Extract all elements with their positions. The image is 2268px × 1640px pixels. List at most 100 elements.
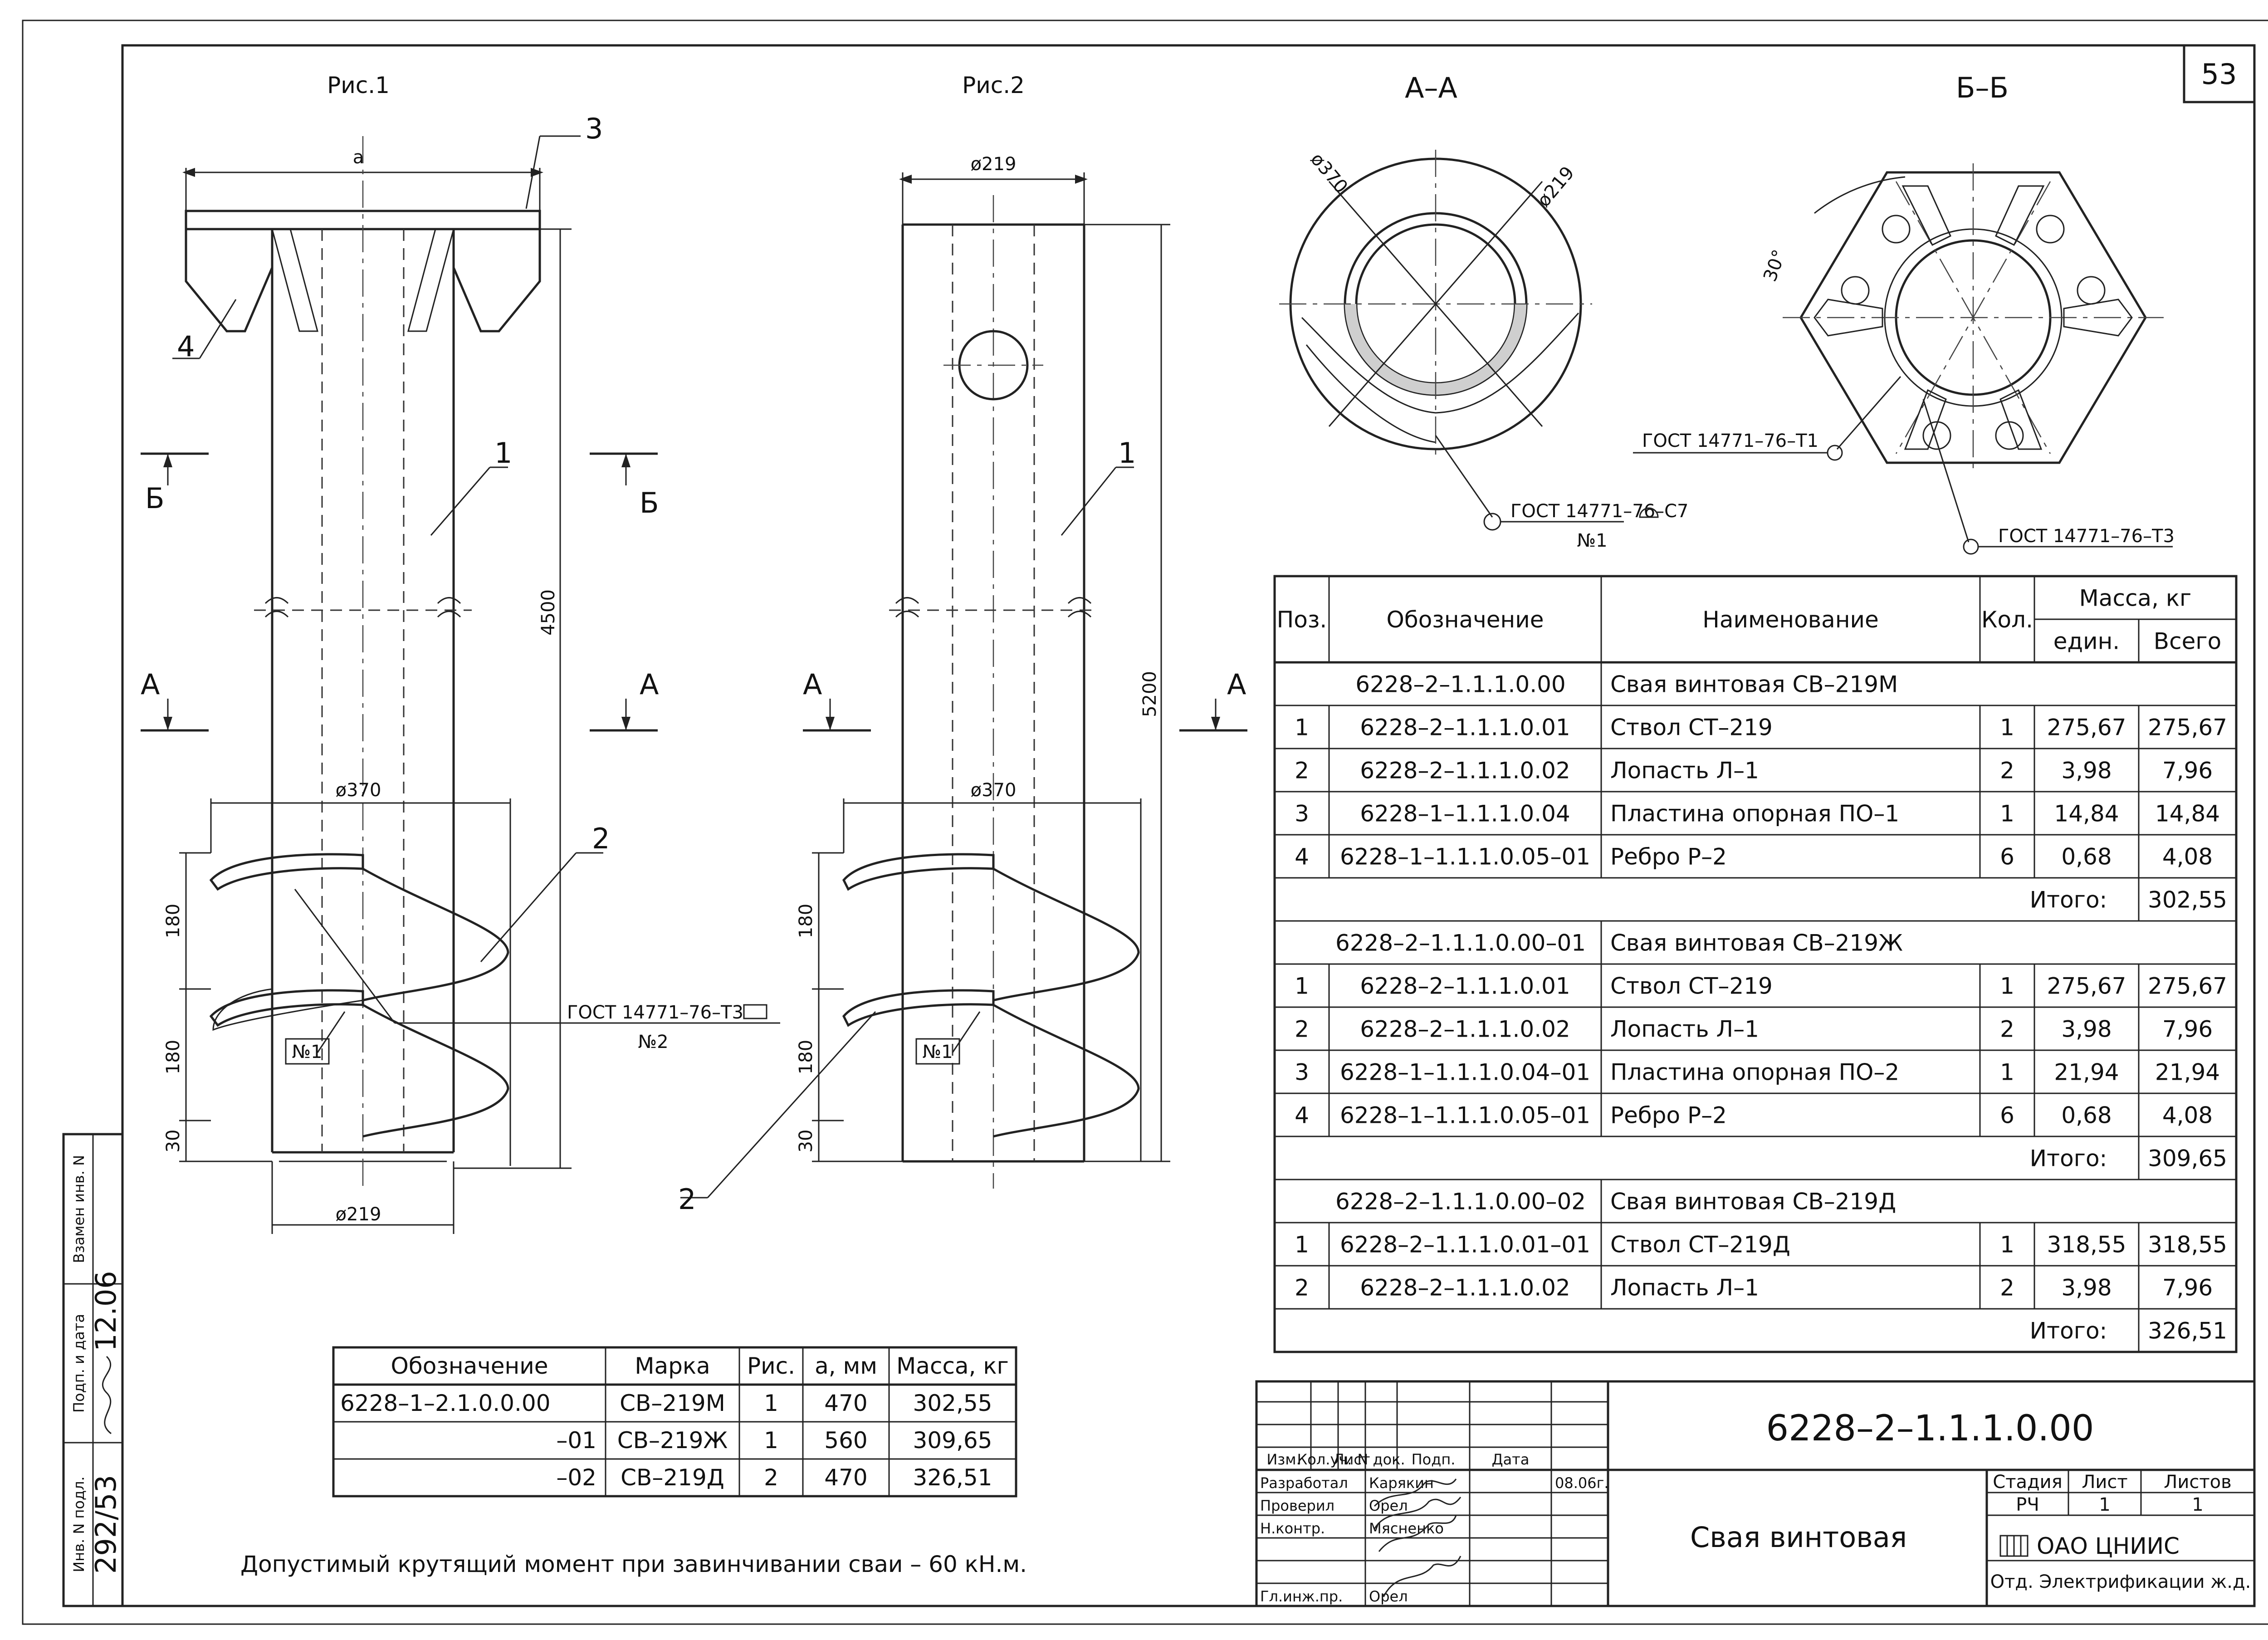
spec-header-unit: един. [2053, 628, 2120, 655]
section-mark-a-left: А [141, 668, 160, 701]
signature-2 [1374, 1497, 1461, 1529]
sheet-number-box [2183, 44, 2256, 103]
spec-cell-name: Ствол СТ–219Д [1610, 1232, 1790, 1258]
spec-cell-unit-mass: 3,98 [2061, 758, 2112, 784]
spec-cell-pos: 4 [1295, 1102, 1309, 1129]
side-date-value: 12.06 [89, 1271, 122, 1351]
variants-cell-a: 560 [824, 1427, 867, 1454]
fig1-weld-no1: №1 [292, 1042, 322, 1062]
spec-cell-name: Ребро Р–2 [1610, 844, 1727, 870]
fig1-section-marks [141, 452, 658, 732]
torque-note: Допустимый крутящий момент при завинчива… [240, 1551, 1027, 1577]
title-hdr-list: Лист [1333, 1451, 1370, 1468]
spec-cell-designation: 6228–2–1.1.1.0.01–01 [1340, 1232, 1590, 1258]
title-sheets-label: Листов [2164, 1472, 2231, 1493]
section-mark-b-right: Б [640, 486, 659, 519]
variants-cell-a: 470 [824, 1390, 867, 1416]
fig1-weld-symbol [743, 1004, 767, 1019]
spec-header-designation: Обозначение [1387, 607, 1544, 633]
spec-cell-pos: 2 [1295, 1016, 1309, 1043]
title-sheets-value: 1 [2192, 1494, 2203, 1515]
title-role-name: Карякин [1369, 1474, 1434, 1492]
fig1-dim-a: а [353, 147, 364, 168]
spec-cell-unit-mass: 3,98 [2061, 1275, 2112, 1301]
title-role: Гл.инж.пр. [1260, 1588, 1343, 1605]
spec-cell-total-mass: 4,08 [2162, 844, 2213, 870]
title-role: Проверил [1260, 1497, 1334, 1514]
side-podp-data: Подп. и дата [70, 1314, 88, 1413]
section-mark-a-right: А [640, 668, 659, 701]
spec-cell-designation: 6228–2–1.1.1.0.01 [1360, 715, 1570, 741]
spec-cell-qty: 1 [2000, 1232, 2014, 1258]
org-logo-icon [1999, 1535, 2028, 1557]
spec-cell-name: Пластина опорная ПО–2 [1610, 1059, 1899, 1086]
bb-weld-gost-t3: ГОСТ 14771–76–Т3 [1998, 526, 2175, 547]
side-vzam-inv: Взамен инв. N [70, 1155, 88, 1263]
spec-cell-pos: 1 [1295, 1232, 1309, 1258]
signature-3 [1378, 1515, 1457, 1552]
bb-weld-gost-t1: ГОСТ 14771–76–Т1 [1642, 431, 1818, 451]
fig2-section-mark-a-right: А [1227, 668, 1246, 701]
fig1-dim-pitch-1: 180 [163, 904, 184, 938]
title-org-line1: ОАО ЦНИИС [2037, 1533, 2180, 1559]
fig1-callout-3: 3 [585, 112, 603, 145]
side-signature [102, 1356, 112, 1434]
spec-header-qty: Кол. [1981, 607, 2033, 633]
fig1-weld-gost: ГОСТ 14771–76–Т3 [567, 1002, 743, 1023]
fig2-weld-no1-box [915, 1038, 960, 1065]
spec-cell-designation: 6228–1–1.1.1.0.04–01 [1340, 1059, 1590, 1086]
fig2-dim-blade-dia: ø370 [971, 780, 1017, 801]
fig1-dim-length: 4500 [538, 589, 559, 636]
fig2-dim-length: 5200 [1139, 671, 1160, 717]
spec-cell-name: Свая винтовая СВ–219Д [1610, 1189, 1896, 1215]
spec-cell-qty: 6 [2000, 1102, 2014, 1129]
title-role-date: 08.06г. [1555, 1474, 1609, 1492]
spec-cell-designation: 6228–2–1.1.1.0.00–02 [1335, 1189, 1586, 1215]
title-hdr-kol-uch: Кол.уч. [1297, 1451, 1352, 1468]
title-sheet-label: Лист [2082, 1472, 2127, 1493]
fig1-drawing [172, 135, 780, 1234]
signature-4 [1383, 1556, 1461, 1597]
spec-cell-qty: 1 [2000, 1059, 2014, 1086]
title-hdr-izm: Изм. [1266, 1451, 1300, 1468]
spec-row-group: 6228–2–1.1.1.0.00–02 Свая винтовая СВ–219… [1335, 1180, 1896, 1223]
spec-cell-designation: 6228–2–1.1.1.0.02 [1360, 1275, 1570, 1301]
variants-header-mass: Масса, кг [896, 1353, 1009, 1379]
spec-cell-designation: 6228–2–1.1.1.0.00 [1355, 671, 1566, 698]
spec-cell-total-label: Итого: [2030, 1318, 2107, 1344]
title-sheet-value: 1 [2099, 1494, 2110, 1515]
spec-cell-name: Лопасть Л–1 [1610, 1275, 1759, 1301]
spec-cell-total-mass: 4,08 [2162, 1102, 2213, 1129]
variants-header-a: а, мм [815, 1353, 877, 1379]
spec-cell-total-mass: 14,84 [2155, 801, 2220, 827]
spec-header-total: Всего [2154, 628, 2221, 655]
spec-cell-designation: 6228–2–1.1.1.0.02 [1360, 758, 1570, 784]
title-hdr-ndok: N док. [1357, 1451, 1405, 1468]
side-inv-value: 292/53 [89, 1475, 122, 1574]
title-stage-label: Стадия [1993, 1472, 2062, 1493]
fig2-dim-pitch-1: 180 [796, 904, 816, 938]
variants-cell-mass: 309,65 [913, 1427, 992, 1454]
signature-1 [1374, 1478, 1457, 1507]
spec-cell-name: Лопасть Л–1 [1610, 758, 1759, 784]
spec-cell-designation: 6228–2–1.1.1.0.01 [1360, 973, 1570, 999]
variants-header-designation: Обозначение [391, 1353, 548, 1379]
spec-header-name: Наименование [1702, 607, 1879, 633]
spec-cell-designation: 6228–1–1.1.1.0.05–01 [1340, 1102, 1590, 1129]
spec-cell-name: Ствол СТ–219 [1610, 973, 1773, 999]
spec-cell-grand-total: 302,55 [2148, 887, 2227, 913]
fig2-dim-tip: 30 [796, 1130, 816, 1153]
spec-cell-designation: 6228–1–1.1.1.0.05–01 [1340, 844, 1590, 870]
fig2-dim-top: ø219 [971, 154, 1017, 175]
